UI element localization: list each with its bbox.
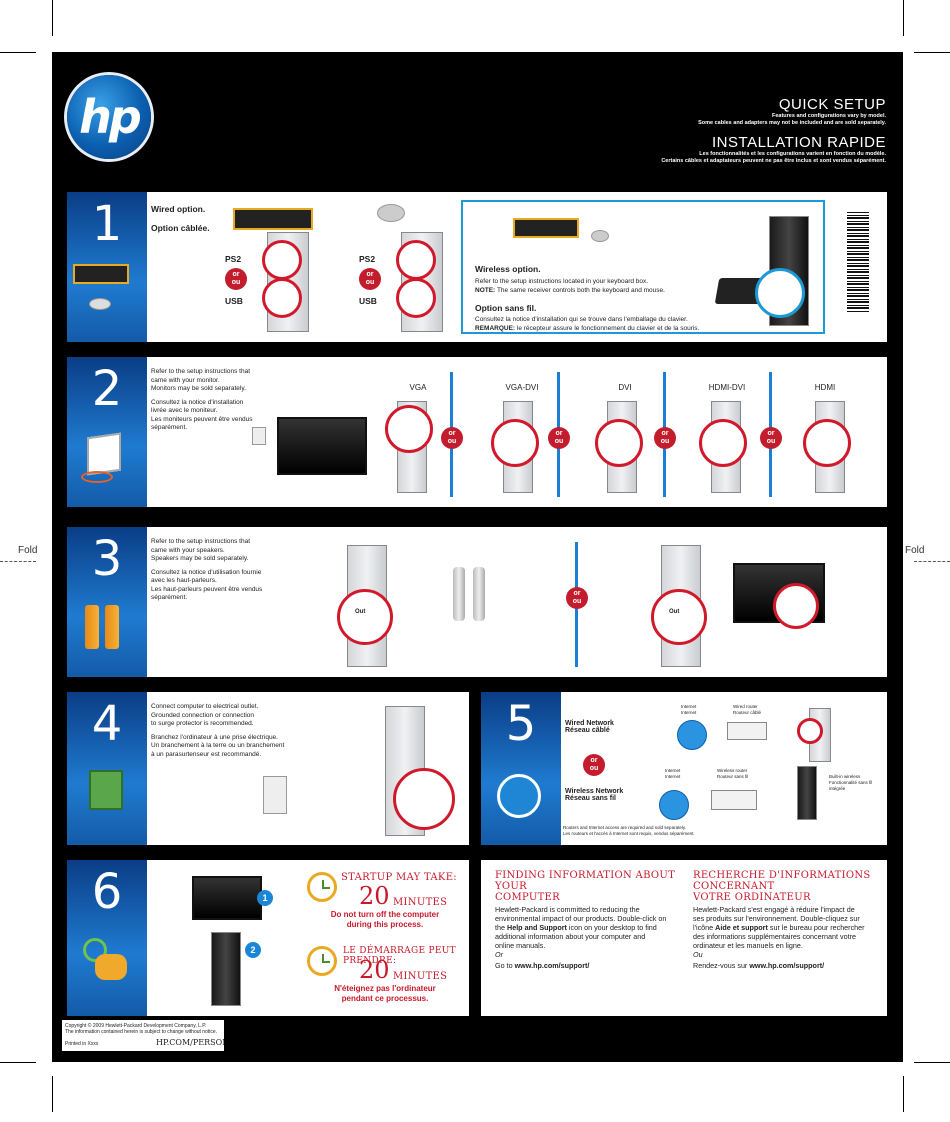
monitor-audio-callout	[773, 583, 819, 629]
step-number-3: 3	[91, 531, 123, 587]
title-quick-setup: QUICK SETUP	[778, 96, 886, 113]
section-1-strip: 1	[67, 192, 147, 342]
demarrage-peut-prendre: LE DÉMARRAGE PEUT PRENDRE:	[343, 946, 456, 966]
section-4-power: 4 Connect computer to electrical outlet.…	[67, 692, 469, 845]
mouse-image	[377, 204, 405, 222]
wired-option-en: Wired option.	[151, 204, 206, 214]
wireless-router-image	[711, 790, 757, 810]
wireless-mouse-image	[591, 230, 609, 242]
vga-dvi-port-callout	[491, 419, 539, 467]
startup-may-take: STARTUP MAY TAKE:	[341, 872, 457, 883]
label-hdmi: HDMI	[814, 383, 836, 392]
clock-icon	[307, 872, 337, 902]
wireless-network-en: Wireless Network	[565, 788, 624, 795]
wall-outlet-image	[252, 427, 266, 445]
ps2-port-callout-1	[262, 240, 302, 280]
label-dvi: DVI	[618, 383, 632, 392]
monitor-startup-image	[192, 876, 262, 920]
info-french: RECHERCHE D'INFORMATIONS CONCERNANT VOTR…	[693, 870, 871, 970]
power-port-callout	[393, 768, 455, 830]
internet-globe-wireless	[659, 790, 689, 820]
hp-personal-url: HP.COM/PERSONAL	[156, 1038, 224, 1047]
section-6-startup: 6 1 2 STARTUP MAY TAKE: 20 MINUTES Do no…	[67, 860, 469, 1016]
quick-setup-sheet: hp QUICK SETUP Features and configuratio…	[52, 52, 903, 1062]
option-sans-fil-title: Option sans fil.	[475, 303, 537, 313]
step-badge-2: 2	[245, 942, 261, 958]
label-hdmi-dvi: HDMI-DVI	[708, 383, 746, 392]
speaker-icon-left	[85, 605, 99, 649]
fold-line-left	[0, 561, 36, 562]
usb-port-callout-1	[262, 278, 302, 318]
speaker-image-right	[473, 567, 485, 621]
ps2-port-callout-2	[396, 240, 436, 280]
step-number-2: 2	[91, 361, 123, 417]
step-number-1: 1	[91, 196, 123, 252]
tower-startup-image	[211, 932, 241, 1006]
dvi-port-callout	[595, 419, 643, 467]
step-number-5: 5	[505, 696, 537, 752]
hp-logo: hp	[67, 75, 151, 159]
wireless-option-box: Wireless option. Refer to the setup inst…	[461, 200, 825, 334]
audio-out-callout-right	[651, 589, 707, 645]
hdmi-dvi-port-callout	[699, 419, 747, 467]
hand-icon	[95, 954, 127, 980]
fold-line-right	[914, 561, 950, 562]
fold-label-left: Fold	[18, 545, 38, 556]
hdmi-port-callout	[803, 419, 851, 467]
label-vga: VGA	[409, 383, 427, 392]
usb-receiver-callout	[755, 268, 805, 318]
wired-router-image	[727, 722, 767, 740]
barcode	[847, 212, 869, 312]
printed-in: Printed in Xxxx	[65, 1041, 99, 1047]
tower-wireless	[797, 766, 817, 820]
internet-globe-wired	[677, 720, 707, 750]
info-english: FINDING INFORMATION ABOUT YOUR COMPUTER …	[495, 870, 676, 970]
speaker-image-left	[453, 567, 465, 621]
finding-information-panel: FINDING INFORMATION ABOUT YOUR COMPUTER …	[481, 860, 887, 1016]
clock-icon	[307, 946, 337, 976]
speaker-icon-right	[105, 605, 119, 649]
mouse-icon	[89, 298, 111, 310]
step-number-4: 4	[91, 696, 123, 752]
globe-icon	[497, 774, 541, 818]
wired-network-fr: Réseau câblé	[565, 727, 610, 734]
wireless-keyboard-image	[513, 218, 579, 238]
footer-box: Copyright © 2009 Hewlett-Packard Develop…	[62, 1020, 224, 1051]
wired-option-fr: Option câblée.	[151, 223, 210, 233]
keyboard-icon	[73, 264, 129, 284]
label-vga-dvi: VGA-DVI	[505, 383, 539, 392]
header-english: QUICK SETUP Features and configurations …	[698, 96, 886, 126]
ethernet-port-callout	[797, 718, 823, 744]
monitor-base-icon	[81, 471, 113, 483]
power-outlet-icon	[89, 770, 123, 810]
monitor-icon	[87, 432, 121, 476]
step-number-6: 6	[91, 864, 123, 920]
keyboard-image	[233, 208, 313, 230]
step-badge-1: 1	[257, 890, 273, 906]
vga-port-callout	[385, 405, 433, 453]
fold-label-right: Fold	[905, 545, 925, 556]
wired-network-en: Wired Network	[565, 720, 614, 727]
support-link-fr[interactable]: www.hp.com/support/	[749, 961, 825, 970]
wall-outlet-image	[263, 776, 287, 814]
section-4-instructions: Connect computer to electrical outlet.Gr…	[151, 703, 285, 758]
monitor-image	[277, 417, 367, 475]
wireless-network-fr: Réseau sans fil	[565, 795, 616, 802]
support-link-en[interactable]: www.hp.com/support/	[514, 961, 590, 970]
title-installation-rapide: INSTALLATION RAPIDE	[712, 134, 886, 151]
usb-port-callout-2	[396, 278, 436, 318]
audio-out-callout-left	[337, 589, 393, 645]
wireless-option-title: Wireless option.	[475, 264, 541, 274]
header-french: INSTALLATION RAPIDE Les fonctionnalités …	[661, 134, 886, 164]
